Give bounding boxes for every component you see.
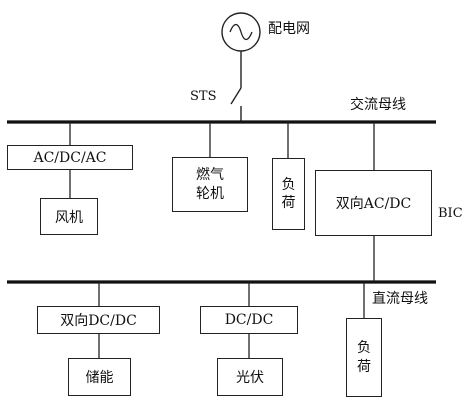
gas-turbine-label-line1: 燃气 — [196, 167, 224, 184]
bidirectional-acdc-label: 双向AC/DC — [335, 196, 412, 212]
bidirectional-acdc-box: 双向AC/DC — [315, 170, 432, 236]
storage-label: 储能 — [85, 370, 114, 386]
dc-load-label-line1: 负 — [357, 340, 371, 357]
dc-load-box: 负 荷 — [346, 318, 382, 397]
acdcac-converter-label: AC/DC/AC — [33, 149, 107, 166]
sine-wave-icon — [229, 23, 253, 41]
dc-load-label-line2: 荷 — [357, 358, 371, 375]
dcdc-converter-label: DC/DC — [224, 312, 274, 328]
gas-turbine-label-line2: 轮机 — [196, 185, 224, 202]
bidirectional-dcdc-label: 双向DC/DC — [60, 313, 137, 329]
dc-bus-label: 直流母线 — [372, 291, 428, 307]
sts-label: STS — [190, 89, 217, 104]
storage-box: 储能 — [68, 358, 131, 396]
wind-turbine-box: 风机 — [40, 198, 98, 235]
wind-turbine-label: 风机 — [55, 209, 83, 226]
ac-load-box: 负 荷 — [272, 158, 305, 230]
ac-load-label-line1: 负 — [281, 176, 296, 193]
gas-turbine-box: 燃气 轮机 — [172, 157, 248, 212]
ac-bus-label: 交流母线 — [350, 97, 406, 113]
grid-source-label: 配电网 — [268, 21, 310, 37]
dcdc-converter-box: DC/DC — [200, 306, 298, 334]
acdcac-converter-box: AC/DC/AC — [7, 145, 133, 170]
bidirectional-dcdc-box: 双向DC/DC — [37, 306, 160, 334]
pv-box: 光伏 — [217, 358, 283, 396]
pv-label: 光伏 — [236, 370, 264, 386]
ac-load-label-line2: 荷 — [281, 195, 296, 211]
bic-label: BIC — [438, 206, 463, 221]
sts-switch-blade — [230, 87, 242, 105]
